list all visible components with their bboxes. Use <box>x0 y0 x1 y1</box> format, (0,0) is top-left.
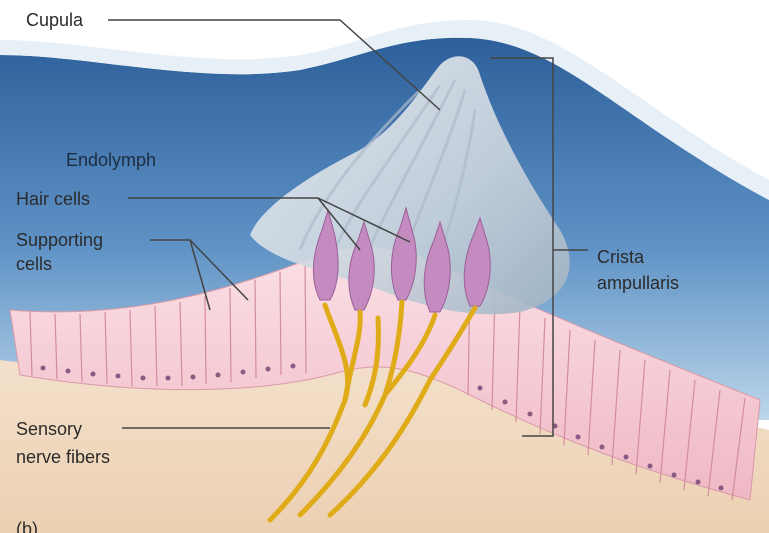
label-endolymph: Endolymph <box>66 149 156 171</box>
label-supporting-line1: Supporting <box>16 229 103 251</box>
label-crista-line2: ampullaris <box>597 272 679 294</box>
label-sensory-line1: Sensory <box>16 418 82 440</box>
label-supporting-line2: cells <box>16 253 52 275</box>
label-cupula: Cupula <box>26 9 83 31</box>
panel-letter: (b) <box>16 518 38 533</box>
label-crista-line1: Crista <box>597 246 644 268</box>
label-sensory-line2: nerve fibers <box>16 446 110 468</box>
label-hair-cells: Hair cells <box>16 188 90 210</box>
